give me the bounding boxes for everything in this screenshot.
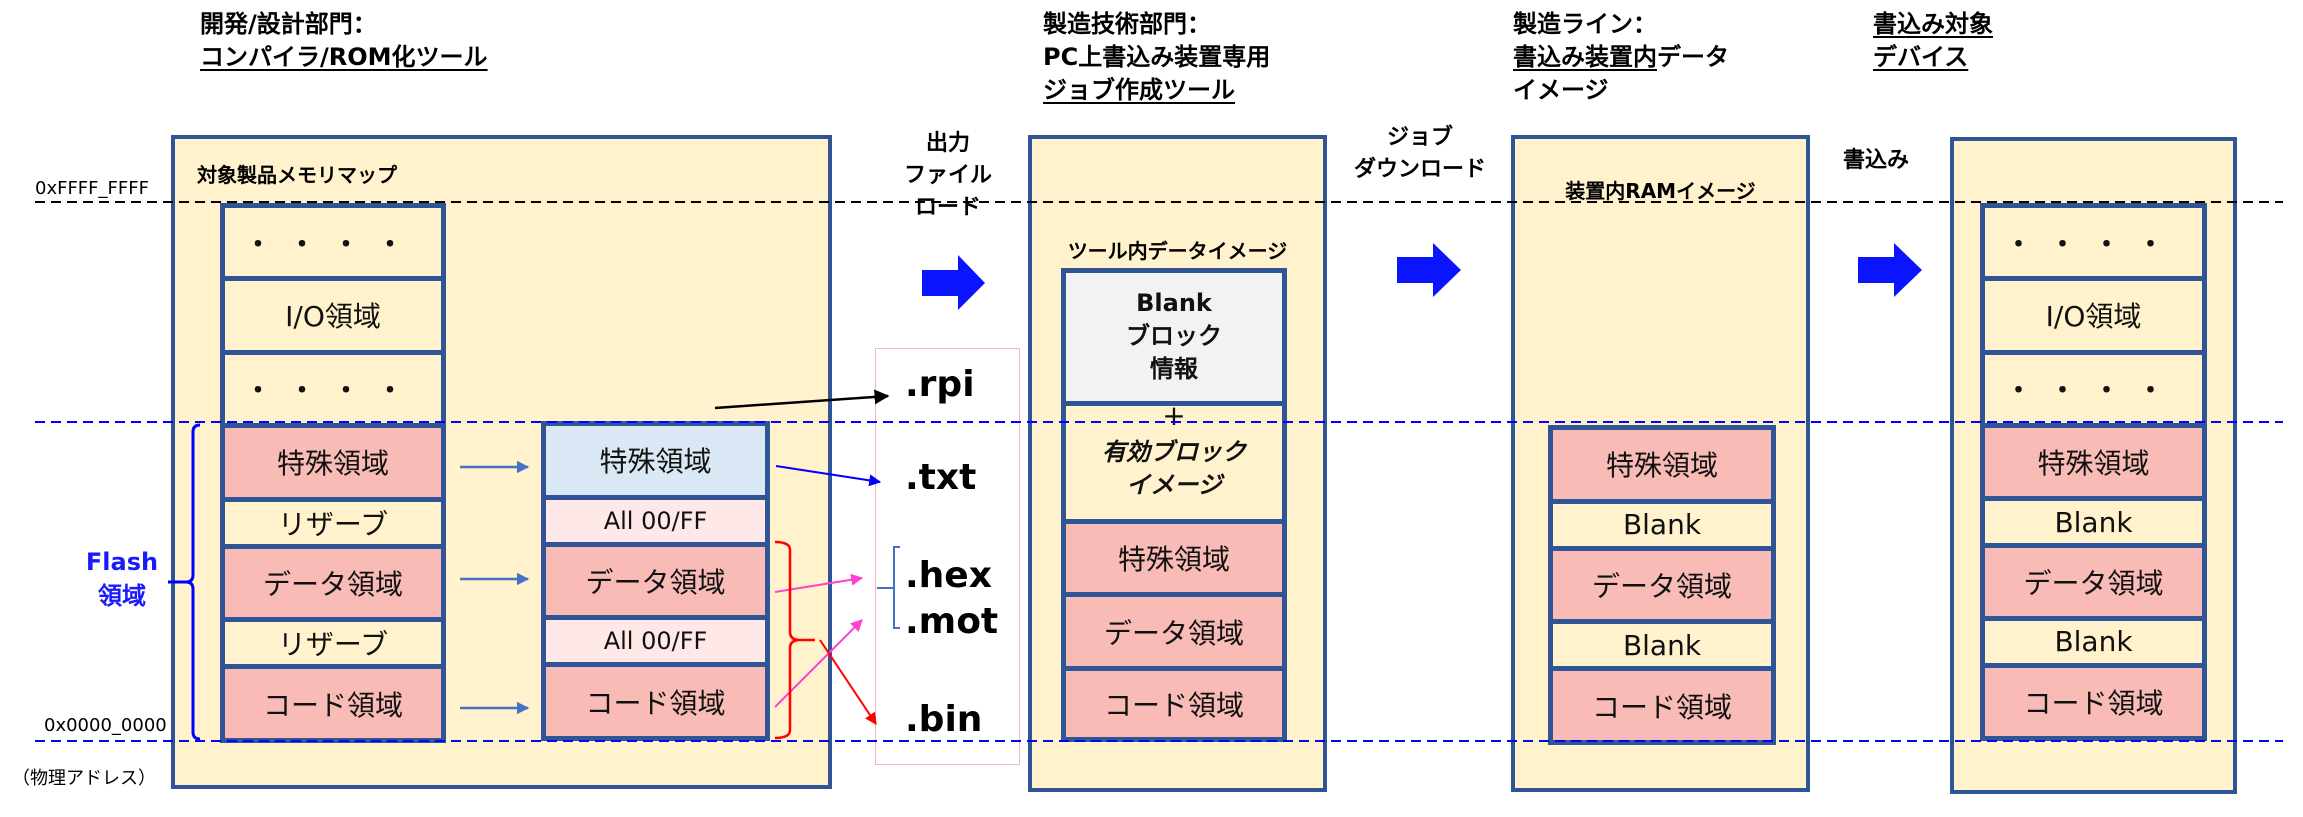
ext-bin: .bin	[905, 699, 983, 740]
target-flash-stack: 特殊領域 Blank データ領域 Blank コード領域	[1980, 423, 2207, 741]
ext-txt: .txt	[905, 457, 977, 498]
header-prod-line-line2b: データ	[1657, 43, 1729, 71]
ram-cell-code: コード領域	[1553, 671, 1771, 741]
blank-block-info-line3: 情報	[1150, 355, 1198, 384]
job-download-line1: ジョブ	[1386, 125, 1453, 150]
header-prod-line: 製造ライン： 書込み装置内データ イメージ	[1513, 8, 1729, 107]
target-cell-ellipsis-bottom: ・・・・	[1985, 354, 2202, 423]
flash-label-line2: 領域	[98, 582, 146, 610]
tool-cell-special: 特殊領域	[1066, 524, 1282, 593]
blank-block-info-line2: ブロック	[1126, 322, 1222, 351]
address-bottom: 0x0000_0000	[44, 715, 167, 736]
memory-cell-ellipsis-bottom: ・・・・	[225, 354, 441, 423]
target-cell-io: I/O領域	[1985, 281, 2202, 350]
output-file-load-line3: ロード	[914, 195, 981, 220]
output-file-load-line2: ファイル	[903, 163, 992, 188]
memory-cell-code: コード領域	[225, 669, 441, 739]
address-top: 0xFFFF_FFFF	[35, 178, 149, 199]
ext-hex: .hex	[905, 555, 992, 596]
header-mfg-eng-line2: PC上書込み装置専用	[1043, 43, 1271, 71]
tool-image-stack: Blank ブロック 情報 + 有効ブロック イメージ 特殊領域 データ領域 コ…	[1061, 268, 1287, 742]
rom-cell-data: データ領域	[546, 546, 765, 616]
header-prod-line-line1: 製造ライン：	[1513, 10, 1657, 38]
header-mfg-eng-line3: ジョブ作成ツール	[1043, 76, 1235, 104]
ext-rpi: .rpi	[905, 364, 975, 405]
target-cell-ellipsis-top: ・・・・	[1985, 208, 2202, 277]
ram-cell-blank-2: Blank	[1553, 624, 1771, 667]
header-target-line2: デバイス	[1873, 43, 1969, 71]
address-note: （物理アドレス）	[12, 768, 156, 789]
ext-mot: .mot	[905, 601, 999, 642]
ram-image-title: 装置内RAMイメージ	[1565, 179, 1756, 203]
memory-map-flash-stack: 特殊領域 リザーブ データ領域 リザーブ コード領域	[220, 423, 446, 743]
ram-image-stack: 特殊領域 Blank データ領域 Blank コード領域	[1548, 425, 1776, 745]
blank-block-info: Blank ブロック 情報	[1066, 273, 1282, 401]
memory-cell-special: 特殊領域	[225, 428, 441, 497]
header-dev-line1: 開発/設計部門：	[200, 10, 377, 38]
write-label: 書込み	[1843, 148, 1910, 173]
target-cell-blank-1: Blank	[1985, 501, 2202, 543]
memory-cell-data: データ領域	[225, 548, 441, 618]
memory-cell-reserve-2: リザーブ	[225, 622, 441, 665]
tool-cell-code: コード領域	[1066, 670, 1282, 738]
header-target: 書込み対象 デバイス	[1873, 8, 1993, 74]
target-cell-data: データ領域	[1985, 547, 2202, 617]
rom-output-stack: 特殊領域 All 00/FF データ領域 All 00/FF コード領域	[541, 421, 770, 741]
target-cell-blank-2: Blank	[1985, 621, 2202, 663]
tool-image-title: ツール内データイメージ	[1067, 239, 1288, 263]
target-cell-code: コード領域	[1985, 667, 2202, 737]
rom-cell-fill-1: All 00/FF	[546, 499, 765, 542]
memory-cell-io: I/O領域	[225, 281, 441, 350]
memory-map-upper-stack: ・・・・ I/O領域 ・・・・	[220, 203, 446, 428]
memory-map-title: 対象製品メモリマップ	[197, 163, 397, 187]
job-download-label: ジョブ ダウンロード	[1340, 122, 1500, 186]
valid-block-line2: イメージ	[1126, 471, 1222, 500]
rom-cell-code: コード領域	[546, 667, 765, 737]
ram-cell-special: 特殊領域	[1553, 430, 1771, 499]
valid-block-line1: 有効ブロック	[1102, 438, 1246, 467]
header-target-line1: 書込み対象	[1873, 10, 1993, 38]
rom-cell-fill-2: All 00/FF	[546, 620, 765, 663]
ram-cell-data: データ領域	[1553, 550, 1771, 620]
valid-block-image: + 有効ブロック イメージ	[1066, 401, 1282, 520]
tool-cell-data: データ領域	[1066, 597, 1282, 666]
header-mfg-eng-line1: 製造技術部門：	[1043, 10, 1211, 38]
memory-cell-reserve-1: リザーブ	[225, 501, 441, 544]
header-prod-line-line2a: 書込み装置内	[1513, 43, 1657, 71]
header-prod-line-line3: イメージ	[1513, 76, 1609, 104]
rom-cell-special: 特殊領域	[546, 426, 765, 495]
flow-arrow-output-file-load	[922, 255, 985, 310]
plus-sign: +	[1162, 398, 1186, 432]
output-file-load-label: 出力 ファイル ロード	[893, 128, 1003, 224]
flow-arrow-job-download	[1397, 243, 1461, 297]
flow-arrow-write	[1858, 243, 1922, 297]
target-cell-special: 特殊領域	[1985, 428, 2202, 497]
blank-block-info-line1: Blank	[1136, 289, 1212, 318]
header-dev-line2: コンパイラ/ROM化ツール	[200, 43, 488, 71]
ram-cell-blank-1: Blank	[1553, 503, 1771, 546]
memory-cell-ellipsis-top: ・・・・	[225, 208, 441, 277]
target-upper-stack: ・・・・ I/O領域 ・・・・	[1980, 203, 2207, 428]
output-file-load-line1: 出力	[925, 131, 970, 156]
flash-label-line1: Flash	[85, 548, 159, 576]
flash-region-label: Flash 領域	[74, 545, 170, 613]
job-download-line2: ダウンロード	[1353, 157, 1486, 182]
header-dev: 開発/設計部門： コンパイラ/ROM化ツール	[200, 8, 488, 74]
header-mfg-eng: 製造技術部門： PC上書込み装置専用 ジョブ作成ツール	[1043, 8, 1270, 107]
